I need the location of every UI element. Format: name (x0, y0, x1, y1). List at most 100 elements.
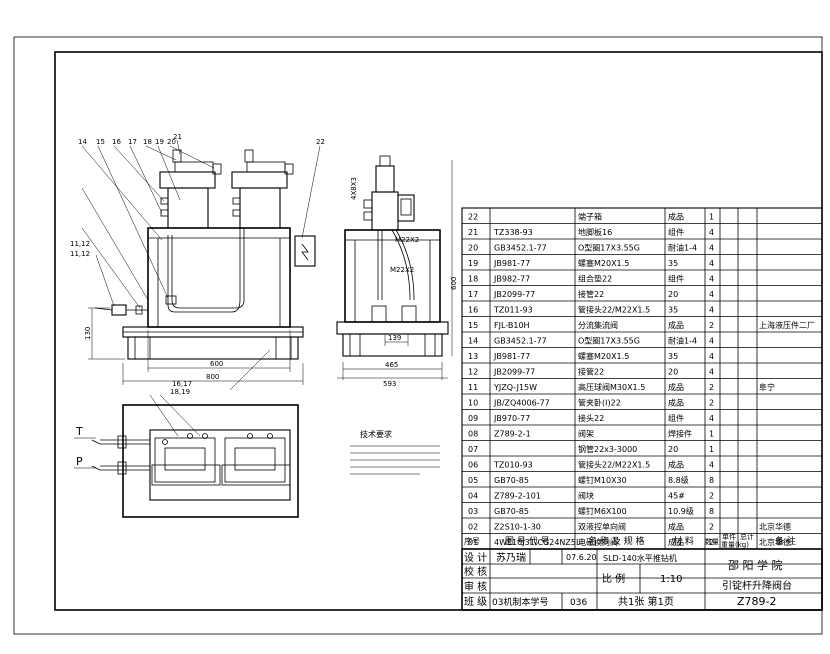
bom-cell-material: 成品 (668, 460, 684, 470)
class-label: 班 级 (464, 596, 487, 608)
bom-cell-remark: 上海液压件二厂 (759, 320, 815, 330)
bom-cell-code: TZ010-93 (493, 461, 533, 470)
port-p-label: P (76, 455, 83, 468)
dim-side-thread-top: M22X2 (395, 236, 419, 244)
front-view: 14 15 16 17 18 19 20 21 22 11,12 11,12 6… (70, 133, 325, 391)
class-value: 03机制本学号 (492, 596, 548, 608)
student-no: 036 (570, 598, 587, 608)
bom-cell-material: 成品 (668, 537, 684, 547)
sheet-border (54, 51, 823, 611)
bom-cell-qty: 4 (709, 259, 714, 268)
bom-cell-name: O型圈17X3.55G (578, 244, 640, 253)
bom-cell-material: 8.8级 (668, 475, 689, 485)
leader-label: 11,12 (70, 240, 90, 248)
bom-cell-qty: 2 (709, 383, 714, 392)
bom-cell-material: 35 (668, 306, 678, 315)
bom-cell-material: 组件 (668, 227, 684, 237)
title-block: 设 计 苏乃瑞 07.6.20 校 核 审 核 班 级 03机制本学号 036 … (461, 548, 823, 611)
dim-front-outer: 800 (206, 373, 219, 381)
leader-label: 14 (78, 138, 87, 146)
bom-cell-material: 35 (668, 352, 678, 361)
bom-cell-name: 螺钉M10X30 (578, 475, 627, 485)
bom-cell-no: 22 (468, 213, 478, 222)
bom-cell-material: 组件 (668, 413, 684, 423)
bom-cell-qty: 1 (709, 430, 714, 439)
bom-cell-code: JB/ZQ4006-77 (493, 399, 550, 408)
side-view: 139 465 593 600 M22X2 M22X2 4X8X3 (336, 155, 458, 388)
bom-cell-qty: 2 (709, 399, 714, 408)
tech-requirements-title: 技术要求 (360, 429, 392, 439)
bom-cell-material: 45# (668, 492, 685, 501)
bom-cell-code: TZ011-93 (493, 306, 533, 315)
bom-cell-code: JB2099-77 (493, 290, 535, 299)
bom-cell-remark: 阜宁 (759, 382, 775, 392)
bom-cell-qty: 4 (709, 368, 714, 377)
bom-cell-qty: 4 (709, 290, 714, 299)
bom-header-remark: 备 注 (775, 535, 796, 547)
bom-cell-no: 15 (468, 321, 478, 330)
bom-cell-material: 35 (668, 259, 678, 268)
bom-cell-name: O型圈17X3.55G (578, 337, 640, 346)
bom-cell-material: 组件 (668, 274, 684, 284)
designer-name: 苏乃瑞 (496, 551, 526, 564)
leader-label: 20 (167, 138, 176, 146)
bom-cell-name: 螺塞M20X1.5 (578, 258, 629, 268)
bom-cell-qty: 4 (709, 275, 714, 284)
bom-cell-qty: 4 (709, 337, 714, 346)
bom-cell-qty: 1 (709, 445, 714, 454)
bom-cell-qty: 1 (709, 213, 714, 222)
bom-cell-no: 06 (468, 461, 478, 470)
sheet-trim-frame (13, 36, 823, 635)
bom-cell-no: 17 (468, 290, 478, 299)
bom-cell-no: 20 (468, 244, 478, 253)
check-label: 校 核 (464, 565, 487, 578)
dim-side-outer: 593 (383, 380, 396, 388)
bom-cell-no: 09 (468, 414, 478, 423)
bom-cell-material: 成品 (668, 522, 684, 532)
bom-cell-name: 高压球阀M30X1.5 (578, 382, 645, 392)
bom-cell-code: JB981-77 (493, 352, 530, 361)
bom-cell-no: 11 (468, 383, 478, 392)
bom-cell-qty: 2 (709, 538, 714, 547)
port-t-label: T (75, 425, 83, 438)
dim-side-height: 600 (450, 277, 458, 290)
bom-cell-material: 耐油1-4 (668, 243, 697, 253)
bom-cell-material: 20 (668, 445, 678, 454)
bom-cell-qty: 8 (709, 476, 714, 485)
bom-cell-code: Z2S10-1-30 (494, 523, 541, 532)
bom-cell-no: 12 (468, 368, 478, 377)
bom-cell-name: 管接头22/M22X1.5 (578, 460, 650, 470)
drawing-number: Z789-2 (737, 595, 777, 608)
bom-cell-code: JB982-77 (493, 275, 530, 284)
bom-cell-name: 双液控单向阀 (578, 522, 626, 532)
bom-cell-name: 管接头22/M22X1.5 (578, 305, 650, 315)
bom-header-code: 图 号 代 号 (505, 536, 550, 547)
drawing-name: 引锭杆升降阀台 (722, 579, 792, 592)
bom-cell-qty: 4 (709, 228, 714, 237)
bom-cell-no: 02 (468, 523, 478, 532)
leader-label: 21 (173, 133, 182, 141)
bom-cell-no: 04 (468, 492, 478, 501)
sheet-count: 共1张 第1页 (618, 595, 674, 608)
bom-cell-no: 21 (468, 228, 478, 237)
bom-cell-material: 成品 (668, 398, 684, 408)
bom-cell-name: 分流集流阀 (578, 320, 618, 330)
bom-header-material: 材 料 (673, 535, 694, 547)
bom-cell-code: GB70-85 (494, 507, 529, 516)
bom-cell-name: 螺塞M20X1.5 (578, 351, 629, 361)
bom-cell-name: 钢管22x3-3000 (578, 444, 637, 454)
bom-cell-name: 接管22 (578, 289, 604, 299)
bom-cell-no: 07 (468, 445, 478, 454)
audit-label: 审 核 (464, 580, 487, 593)
bom-cell-remark: 北京华德 (759, 522, 791, 532)
bom-cell-material: 成品 (668, 320, 684, 330)
tech-requirements: 技术要求 (350, 429, 440, 475)
bom-cell-no: 14 (468, 337, 478, 346)
bom-cell-name: 地脚板16 (578, 227, 612, 237)
bom-cell-name: 接头22 (578, 413, 604, 423)
dim-side-inner: 465 (385, 361, 398, 369)
bom-cell-code: Z789-2-1 (494, 430, 531, 439)
bom-cell-qty: 4 (709, 352, 714, 361)
